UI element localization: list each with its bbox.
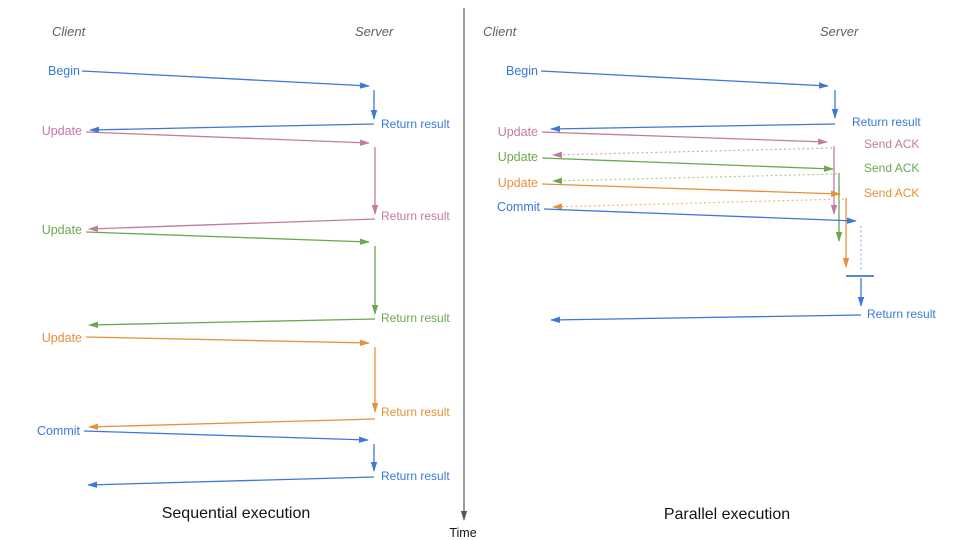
request-label: Update [498,125,538,139]
ack-dotted-arrow [552,198,845,210]
server-header: Server [355,24,394,39]
response-label: Return result [867,307,936,321]
response-arrow [88,418,376,430]
panel-caption: Sequential execution [162,505,311,522]
response-label: Return result [381,469,450,483]
message-update-3: Update Send ACK [498,176,919,268]
request-label: Commit [497,200,541,214]
request-label: Update [42,331,82,345]
client-header: Client [483,24,518,39]
request-label: Begin [48,64,80,78]
request-label: Begin [506,64,538,78]
client-header: Client [52,24,87,39]
response-arrow [89,123,375,134]
message-begin: Begin Return result [506,64,921,133]
request-arrow [541,131,828,145]
response-label: Send ACK [864,186,919,200]
server-header: Server [820,24,859,39]
panel-caption: Parallel execution [664,506,790,523]
time-axis-label: Time [449,526,476,540]
parallel-panel: Client Server Begin Return result Update… [483,24,936,523]
request-arrow [81,70,370,89]
time-axis: Time [449,8,477,540]
request-label: Update [42,223,82,237]
response-arrow [87,476,375,488]
response-label: Return result [381,405,450,419]
request-label: Update [42,124,82,138]
request-arrow [543,208,857,224]
request-arrow [85,231,370,245]
request-arrow [85,336,370,347]
response-label: Return result [852,115,921,129]
request-label: Update [498,176,538,190]
response-arrow [88,318,376,329]
message-begin: Begin Return result [48,64,450,134]
message-commit: Commit Return result [37,424,450,488]
request-label: Commit [37,424,81,438]
message-commit: Commit Return result [497,200,936,324]
message-update-2: Update Send ACK [498,150,919,242]
message-update-3: Update Return result [42,331,450,430]
message-update-1: Update Return result [42,124,450,232]
ack-dotted-arrow [552,173,838,184]
request-label: Update [498,150,538,164]
request-arrow [83,430,369,443]
request-arrow [540,70,829,89]
response-arrow [550,314,862,324]
request-arrow [85,131,370,146]
response-label: Return result [381,209,450,223]
response-label: Return result [381,117,450,131]
response-label: Return result [381,311,450,325]
ack-dotted-arrow [552,147,833,158]
sequential-panel: Client Server Begin Return result Update… [37,24,450,522]
response-label: Send ACK [864,161,919,175]
message-update-1: Update Send ACK [498,125,919,215]
response-arrow [88,218,376,232]
response-arrow [550,123,836,133]
request-arrow [541,183,841,197]
message-update-2: Update Return result [42,223,450,329]
request-arrow [541,157,834,172]
response-label: Send ACK [864,137,919,151]
